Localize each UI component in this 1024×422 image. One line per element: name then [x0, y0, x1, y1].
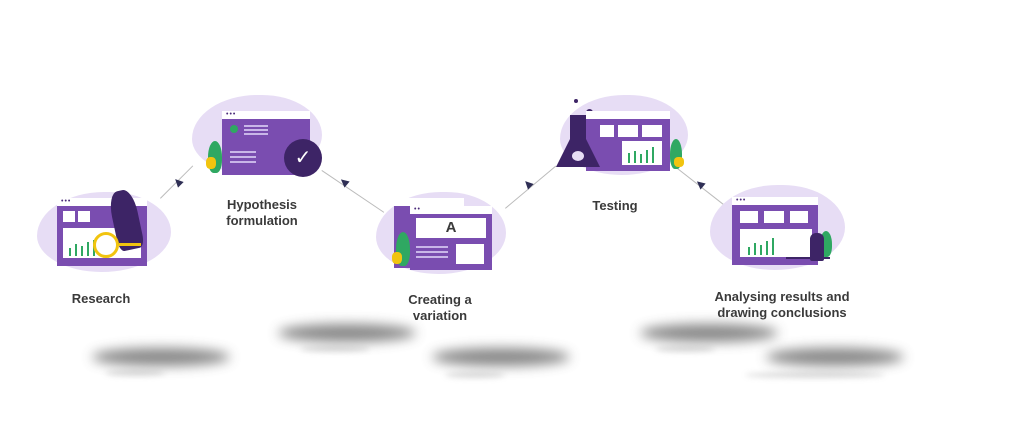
step-label: Analysing results and drawing conclusion… — [714, 289, 850, 320]
blurred-shadow — [92, 348, 230, 366]
step-variation: •• A — [376, 188, 511, 278]
browser-window: •• A — [410, 206, 492, 270]
arrow-icon — [338, 176, 350, 188]
step-label: Testing — [592, 198, 638, 213]
arrow-icon — [172, 176, 184, 188]
blurred-shadow — [766, 348, 904, 366]
step-analysing: ••• — [710, 185, 850, 275]
blurred-shadow — [640, 324, 778, 342]
step-research: ••• — [37, 187, 177, 278]
browser-window: ••• — [732, 197, 818, 265]
connector-line — [321, 170, 385, 213]
step-label: Hypothesis formulation — [226, 197, 298, 228]
blurred-shadow — [278, 324, 416, 342]
blurred-shadow — [432, 348, 570, 366]
step-label: Creating a variation — [408, 292, 472, 323]
connector-line — [505, 165, 557, 209]
variant-letter: A — [416, 218, 486, 238]
step-hypothesis: ••• ✓ — [192, 93, 327, 178]
arrow-icon — [522, 178, 534, 190]
magnifier-icon — [93, 232, 119, 258]
browser-window — [586, 111, 670, 171]
step-label: Research — [71, 291, 131, 306]
checkmark-icon: ✓ — [284, 139, 322, 177]
step-testing — [556, 93, 691, 178]
analyst-icon — [810, 233, 824, 261]
